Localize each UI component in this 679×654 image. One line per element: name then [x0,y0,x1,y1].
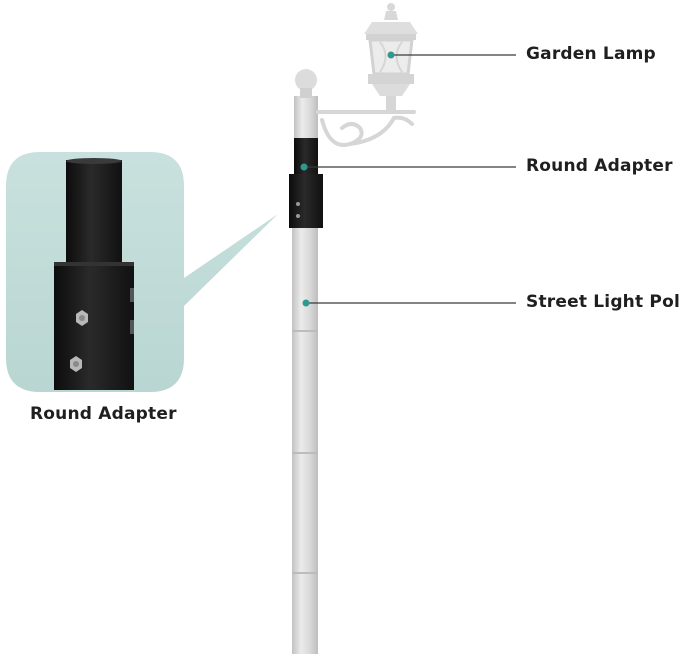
label-garden-lamp: Garden Lamp [526,44,656,64]
round-adapter [289,138,323,228]
zoom-caption: Round Adapter [30,404,177,424]
label-street-light-pole: Street Light Pole [526,292,679,312]
zoom-callout [6,152,278,392]
zoom-panel [6,152,278,392]
zoomed-adapter [54,158,134,390]
pole-finial [295,69,317,91]
label-round-adapter: Round Adapter [526,156,673,176]
marker-dot [387,51,395,59]
marker-dot [302,299,310,307]
lamp-arm [316,110,416,147]
leader-street-light-pole [302,299,516,307]
leader-garden-lamp [387,51,516,59]
marker-dot [300,163,308,171]
street-light-pole [292,69,318,654]
bolt-icon [76,310,88,326]
leader-round-adapter [300,163,516,171]
bolt-icon [70,356,82,372]
